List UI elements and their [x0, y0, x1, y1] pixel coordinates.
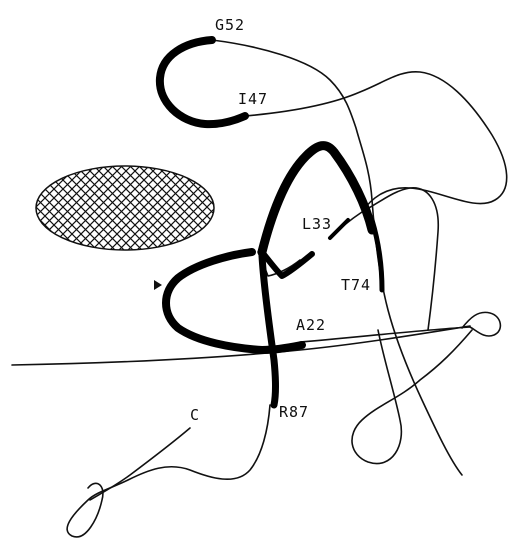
label-g52: G52 [215, 16, 245, 34]
label-c-terminus: C [190, 406, 200, 424]
strand-a22-loop [166, 252, 302, 350]
label-l33: L33 [302, 215, 332, 233]
label-i47: I47 [238, 90, 268, 108]
strand-left-zig [262, 252, 312, 276]
strand-r87 [262, 256, 276, 405]
strand-l33-loop [262, 146, 372, 252]
strand-g52-hairpin [160, 40, 245, 124]
label-t74: T74 [341, 276, 371, 294]
label-a22: A22 [296, 316, 326, 334]
backbone-r87-to-c [67, 405, 270, 537]
label-r87: R87 [279, 403, 309, 421]
backbone-descending-right [352, 330, 472, 464]
strand-l33-tick [330, 220, 348, 238]
triangle-marker [154, 280, 162, 290]
backbone-l33-crossing [330, 188, 438, 330]
backbone-right-loop [462, 312, 500, 336]
hatched-region [36, 166, 214, 250]
